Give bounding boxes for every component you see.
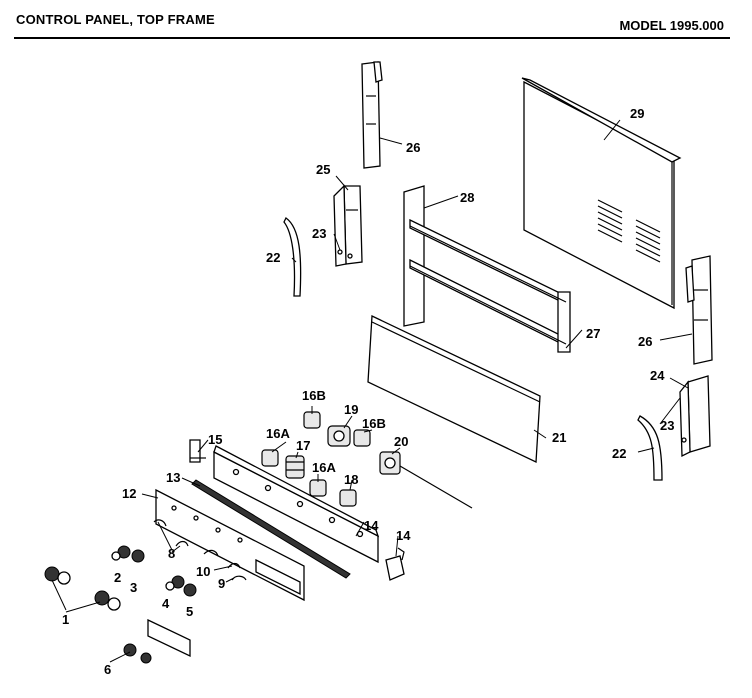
- callout-16a-right: 16A: [312, 460, 336, 475]
- callout-2: 2: [114, 570, 121, 585]
- part-knob-4: [165, 575, 185, 591]
- callout-26-lower: 26: [638, 334, 652, 349]
- part-spring-clips: [153, 519, 247, 581]
- part-knob-5: [183, 583, 197, 597]
- callout-20: 20: [394, 434, 408, 449]
- callout-15: 15: [208, 432, 222, 447]
- part-rail-frame: [403, 185, 571, 353]
- callout-16b-upper: 16B: [302, 388, 326, 403]
- callout-23-left: 23: [312, 226, 326, 241]
- part-end-bracket-right: [679, 375, 711, 458]
- part-control-panel: [155, 488, 305, 602]
- callout-10: 10: [196, 564, 210, 579]
- callout-labels: 29 26 25 23 22 28 27 26 21 24 23 22 16B …: [62, 106, 674, 677]
- callout-21: 21: [552, 430, 566, 445]
- page-header: CONTROL PANEL, TOP FRAME MODEL 1995.000: [0, 0, 752, 44]
- part-side-bracket-upper: [361, 61, 383, 169]
- part-switch-18: [327, 425, 351, 447]
- part-mounting-clip: [189, 439, 206, 463]
- callout-13: 14: [364, 518, 379, 533]
- callout-8: 8: [168, 546, 175, 561]
- part-thermostat-20: [379, 451, 473, 509]
- callout-29: 29: [630, 106, 644, 121]
- callout-26-upper: 26: [406, 140, 420, 155]
- callout-17: 17: [296, 438, 310, 453]
- part-trim-strip-left: [283, 217, 302, 297]
- part-side-bracket-lower: [685, 255, 713, 365]
- callout-23-right: 23: [660, 418, 674, 433]
- part-knob-bracket-6: [123, 618, 191, 664]
- callout-5: 5: [186, 604, 193, 619]
- callout-27: 27: [586, 326, 600, 341]
- callout-14: 14: [396, 528, 411, 543]
- callout-22-left: 22: [266, 250, 280, 265]
- callout-28: 28: [460, 190, 474, 205]
- part-switch-17: [285, 455, 305, 479]
- part-knob-2: [111, 545, 131, 561]
- callout-18: 19: [344, 402, 358, 417]
- part-knob-1b: [94, 590, 121, 611]
- page-title: CONTROL PANEL, TOP FRAME: [16, 12, 215, 27]
- callout-1: 1: [62, 612, 69, 627]
- part-trim-strip-right: [637, 415, 663, 481]
- model-number: MODEL 1995.000: [619, 18, 724, 33]
- part-switch-16b-upper: [303, 411, 321, 429]
- part-knob-1a: [44, 566, 71, 585]
- callout-11: 12: [122, 486, 136, 501]
- callout-25: 25: [316, 162, 330, 177]
- callout-16b-right: 16B: [362, 416, 386, 431]
- callout-16a-left: 16A: [266, 426, 290, 441]
- callout-6: 6: [104, 662, 111, 677]
- callout-24: 24: [650, 368, 665, 383]
- callout-4: 4: [162, 596, 170, 611]
- callout-9: 9: [218, 576, 225, 591]
- leader-lines: [51, 119, 693, 663]
- callout-22-right: 22: [612, 446, 626, 461]
- callout-3: 3: [130, 580, 137, 595]
- part-back-panel: [521, 77, 682, 310]
- part-switch-19: [339, 489, 357, 507]
- header-rule: [14, 37, 730, 39]
- part-switch-16a-left: [261, 449, 279, 467]
- part-end-cap: [385, 547, 405, 581]
- part-switch-16a-right: [309, 479, 327, 497]
- part-knob-3: [131, 549, 145, 563]
- part-end-bracket-left: [333, 184, 363, 267]
- part-switch-16b-right: [353, 429, 371, 447]
- part-front-panel: [367, 314, 541, 464]
- callout-19: 18: [344, 472, 358, 487]
- part-control-bracket: [213, 445, 380, 564]
- callout-12: 13: [166, 470, 180, 485]
